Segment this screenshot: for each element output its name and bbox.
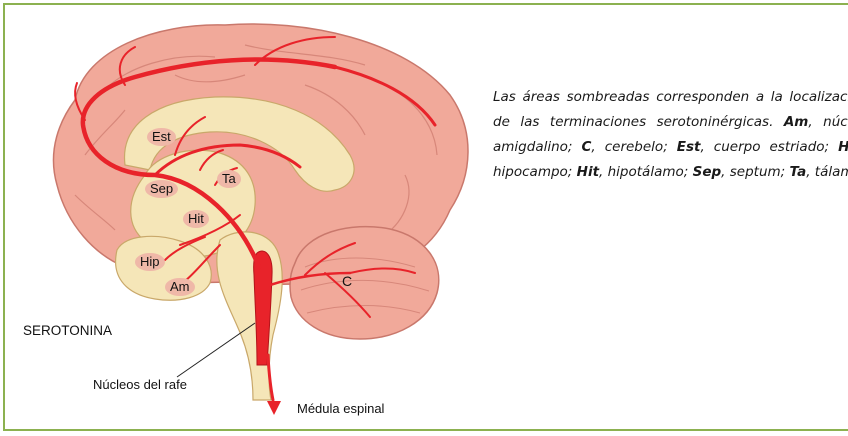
raphe-label: Núcleos del rafe	[93, 377, 187, 392]
caption-term-c: C	[581, 139, 591, 155]
caption-term-am: Am	[784, 114, 809, 130]
caption-term-sep: Sep	[693, 164, 722, 180]
spinal-arrow-head	[267, 401, 281, 415]
cerebellum	[290, 227, 439, 339]
region-hit: Hit	[183, 210, 209, 228]
caption-def-c: , cerebelo;	[591, 139, 676, 155]
region-hip: Hip	[135, 253, 165, 271]
figure-frame: Est Sep Ta Hit Hip Am C SEROTONINA Núcle…	[3, 3, 848, 431]
spinal-label: Médula espinal	[297, 401, 384, 416]
caption-term-est: Est	[677, 139, 701, 155]
region-am: Am	[165, 278, 195, 296]
brainstem	[217, 232, 282, 400]
caption-def-ta: , tálamo.	[806, 164, 848, 180]
caption-term-ta: Ta	[790, 164, 807, 180]
caption-term-hit: Hit	[577, 164, 599, 180]
region-ta: Ta	[217, 170, 241, 188]
caption-term-hip: Hip	[838, 139, 848, 155]
raphe-leader-line	[177, 323, 255, 377]
region-sep: Sep	[145, 180, 178, 198]
diagram-title: SEROTONINA	[23, 323, 112, 338]
caption-def-hit: , hipotálamo;	[599, 164, 693, 180]
figure-caption: Las áreas sombreadas corresponden a la l…	[493, 85, 848, 185]
caption-def-sep: , septum;	[721, 164, 789, 180]
brain-illustration	[5, 5, 495, 433]
region-est: Est	[147, 128, 176, 146]
region-c: C	[342, 273, 352, 289]
caption-def-est: , cuerpo estriado;	[700, 139, 838, 155]
